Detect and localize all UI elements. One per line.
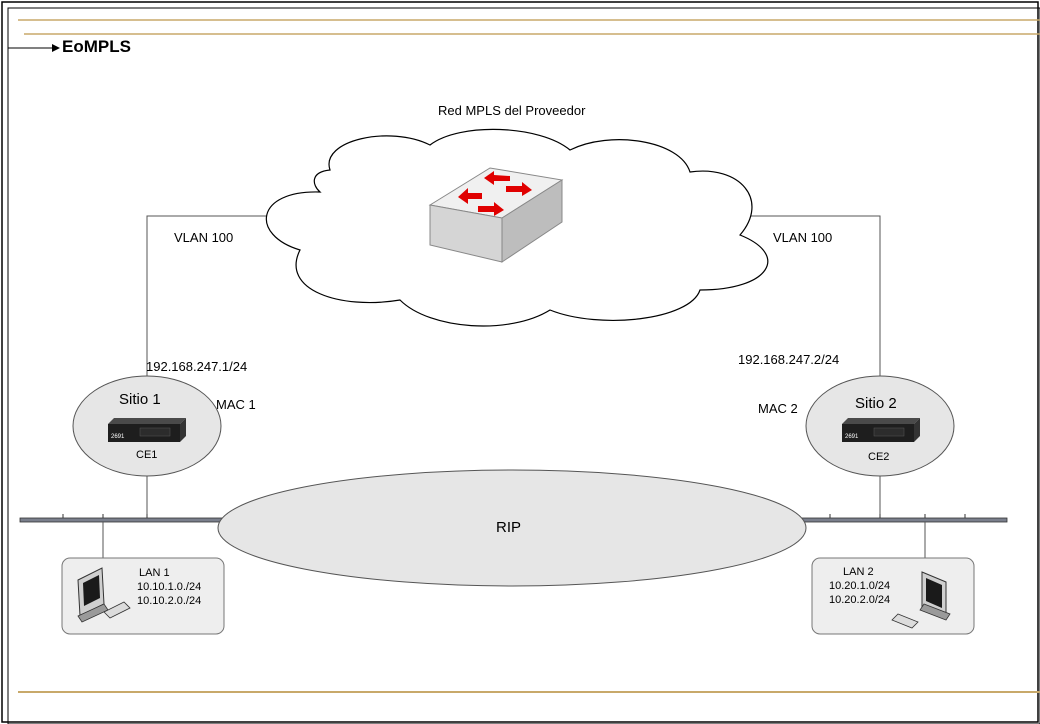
router-1-icon xyxy=(108,418,186,442)
router-2-model: 2691 xyxy=(845,434,859,440)
switch-icon xyxy=(428,167,564,263)
inner-border xyxy=(7,7,1040,724)
ce2-label: CE2 xyxy=(868,451,890,463)
rip-label: RIP xyxy=(496,519,522,536)
rip-ellipse xyxy=(217,469,807,587)
ce1-label: CE1 xyxy=(136,449,158,461)
lan-1-net-1: 10.10.1.0./24 xyxy=(137,581,202,593)
lan-1-net-2: 10.10.2.0./24 xyxy=(137,595,202,607)
vlan-left-label: VLAN 100 xyxy=(174,230,234,245)
mac-right-label: MAC 2 xyxy=(758,401,798,416)
page-title: EoMPLS xyxy=(62,37,131,56)
router-2-icon xyxy=(842,418,920,442)
ip-left-label: 192.168.247.1/24 xyxy=(146,359,248,374)
bus-right xyxy=(794,514,1008,523)
mac-left-label: MAC 1 xyxy=(216,397,256,412)
ip-right-label: 192.168.247.2/24 xyxy=(738,352,840,367)
title-arrow-head xyxy=(52,44,60,52)
site-1-label: Sitio 1 xyxy=(119,391,161,408)
workstation-2-icon xyxy=(891,571,951,629)
cloud-label: Red MPLS del Proveedor xyxy=(438,103,586,118)
lan-2-name: LAN 2 xyxy=(843,566,874,578)
lan-1-name: LAN 1 xyxy=(139,567,170,579)
bus-left xyxy=(19,514,231,523)
vlan-right-label: VLAN 100 xyxy=(773,230,833,245)
router-1-model: 2691 xyxy=(111,434,125,440)
site-2-label: Sitio 2 xyxy=(855,395,897,412)
lan-2-net-2: 10.20.2.0/24 xyxy=(829,594,891,606)
workstation-1-icon xyxy=(77,567,131,623)
lan-2-net-1: 10.20.1.0/24 xyxy=(829,580,891,592)
